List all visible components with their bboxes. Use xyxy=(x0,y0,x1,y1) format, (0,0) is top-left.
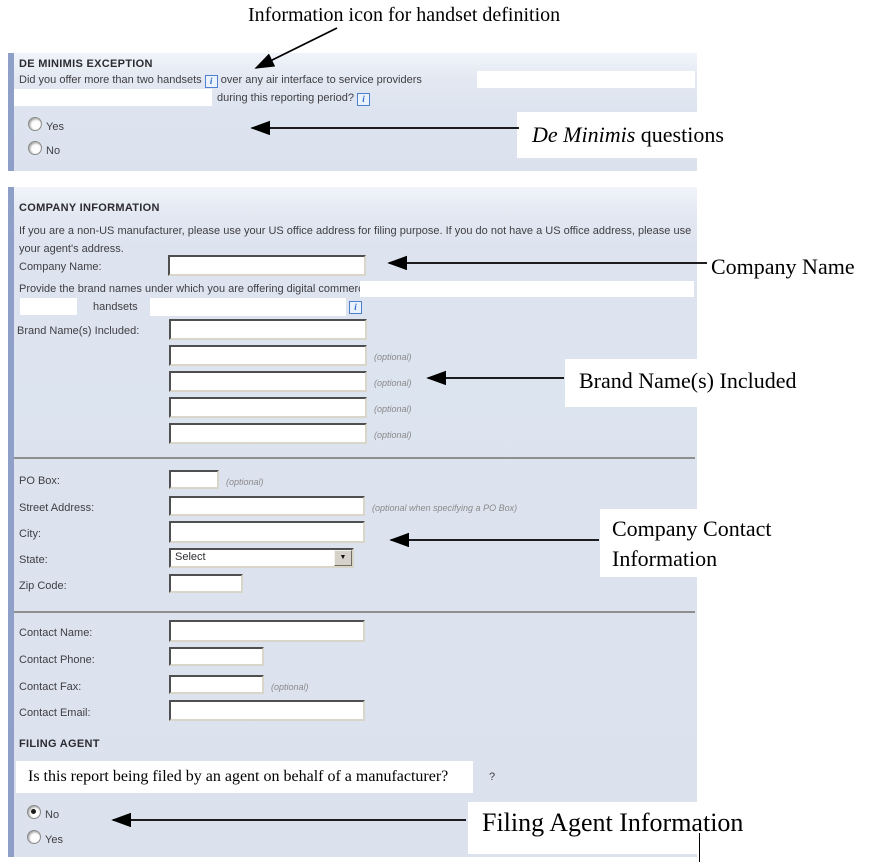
annotation-box-company-contact xyxy=(600,509,886,577)
optional-label: (optional) xyxy=(374,430,412,440)
contact-fax-label: Contact Fax: xyxy=(19,681,82,693)
company-info-instructions: If you are a non-US manufacturer, please… xyxy=(19,225,692,255)
contact-fax-input[interactable] xyxy=(169,675,264,694)
optional-label: (optional) xyxy=(374,352,412,362)
annotation-brand-names: Brand Name(s) Included xyxy=(579,368,797,393)
annotation-box-brand-names xyxy=(565,359,857,407)
redaction-strip xyxy=(14,89,212,106)
company-info-header: COMPANY INFORMATION xyxy=(19,202,160,214)
annotation-company-contact-line1: Company Contact xyxy=(612,516,772,541)
street-optional-label: (optional when specifying a PO Box) xyxy=(372,503,518,513)
annotation-company-contact-line2: Information xyxy=(612,546,718,571)
contact-name-label: Contact Name: xyxy=(19,627,93,639)
annotation-filing-agent: Filing Agent Information xyxy=(482,808,744,837)
info-icon-handsets[interactable]: i xyxy=(204,75,218,88)
de-minimis-yes-label: Yes xyxy=(46,121,64,133)
street-address-input[interactable] xyxy=(169,496,365,516)
de-minimis-question-line2: during this reporting period? i xyxy=(217,92,371,106)
contact-phone-input[interactable] xyxy=(169,647,264,666)
section-divider xyxy=(14,611,695,613)
info-icon-brand-names[interactable]: i xyxy=(349,301,362,314)
city-input[interactable] xyxy=(169,521,365,543)
annotation-de-minimis: De Minimis questions xyxy=(532,122,724,147)
de-minimis-header: DE MINIMIS EXCEPTION xyxy=(19,58,153,70)
zip-code-input[interactable] xyxy=(169,574,243,593)
annotation-company-name: Company Name xyxy=(711,254,855,279)
brand-name-input-5[interactable] xyxy=(169,423,367,444)
info-icon-reporting-period[interactable]: i xyxy=(357,93,371,106)
de-minimis-yes-radio[interactable] xyxy=(28,117,42,131)
zip-code-label: Zip Code: xyxy=(19,580,67,592)
city-label: City: xyxy=(19,528,41,540)
filing-agent-no-radio[interactable] xyxy=(27,805,41,819)
po-box-label: PO Box: xyxy=(19,475,60,487)
filing-agent-question: Is this report being filed by an agent o… xyxy=(28,768,449,785)
filing-agent-yes-radio[interactable] xyxy=(27,830,41,844)
brand-name-input-4[interactable] xyxy=(169,397,367,418)
section-divider xyxy=(14,457,695,459)
redaction-strip xyxy=(477,71,695,88)
filing-agent-yes-label: Yes xyxy=(45,834,63,846)
brand-name-input-3[interactable] xyxy=(169,371,367,392)
company-name-input[interactable] xyxy=(168,255,366,276)
de-minimis-question-line1: Did you offer more than two handsets i o… xyxy=(19,74,422,88)
filing-agent-header: FILING AGENT xyxy=(19,738,100,750)
optional-label: (optional) xyxy=(271,682,309,692)
optional-label: (optional) xyxy=(374,404,412,414)
question-remnant: ? xyxy=(489,771,496,783)
dropdown-arrow-icon[interactable]: ▼ xyxy=(334,550,352,566)
state-select-value: Select xyxy=(175,551,206,563)
contact-name-input[interactable] xyxy=(169,620,365,642)
redaction-strip xyxy=(360,281,694,297)
contact-email-input[interactable] xyxy=(169,700,365,721)
po-box-input[interactable] xyxy=(169,470,219,489)
de-minimis-no-label: No xyxy=(46,145,61,157)
redaction-strip xyxy=(20,298,77,315)
brand-instruction-line2: handsets xyxy=(93,301,138,313)
redaction-strip xyxy=(150,298,346,316)
street-address-label: Street Address: xyxy=(19,502,95,514)
filing-agent-question-box xyxy=(16,761,473,793)
contact-phone-label: Contact Phone: xyxy=(19,654,95,666)
annotation-box-de-minimis xyxy=(517,112,761,158)
optional-label: (optional) xyxy=(374,378,412,388)
radio-dot xyxy=(31,809,36,814)
filing-agent-no-label: No xyxy=(45,809,60,821)
de-minimis-no-radio[interactable] xyxy=(28,141,42,155)
annotation-box-filing-agent xyxy=(468,802,848,854)
state-label: State: xyxy=(19,554,48,566)
contact-email-label: Contact Email: xyxy=(19,707,91,719)
annotation-info-icon-label: Information icon for handset definition xyxy=(248,4,561,26)
brand-names-label: Brand Name(s) Included: xyxy=(17,325,140,337)
brand-instruction-line1: Provide the brand names under which you … xyxy=(19,283,411,295)
state-select[interactable]: Select ▼ xyxy=(169,548,354,568)
brand-name-input-1[interactable] xyxy=(169,319,367,340)
stray-vertical-line xyxy=(699,833,700,862)
brand-name-input-2[interactable] xyxy=(169,345,367,366)
optional-label: (optional) xyxy=(226,477,264,487)
company-name-label: Company Name: xyxy=(19,261,102,273)
